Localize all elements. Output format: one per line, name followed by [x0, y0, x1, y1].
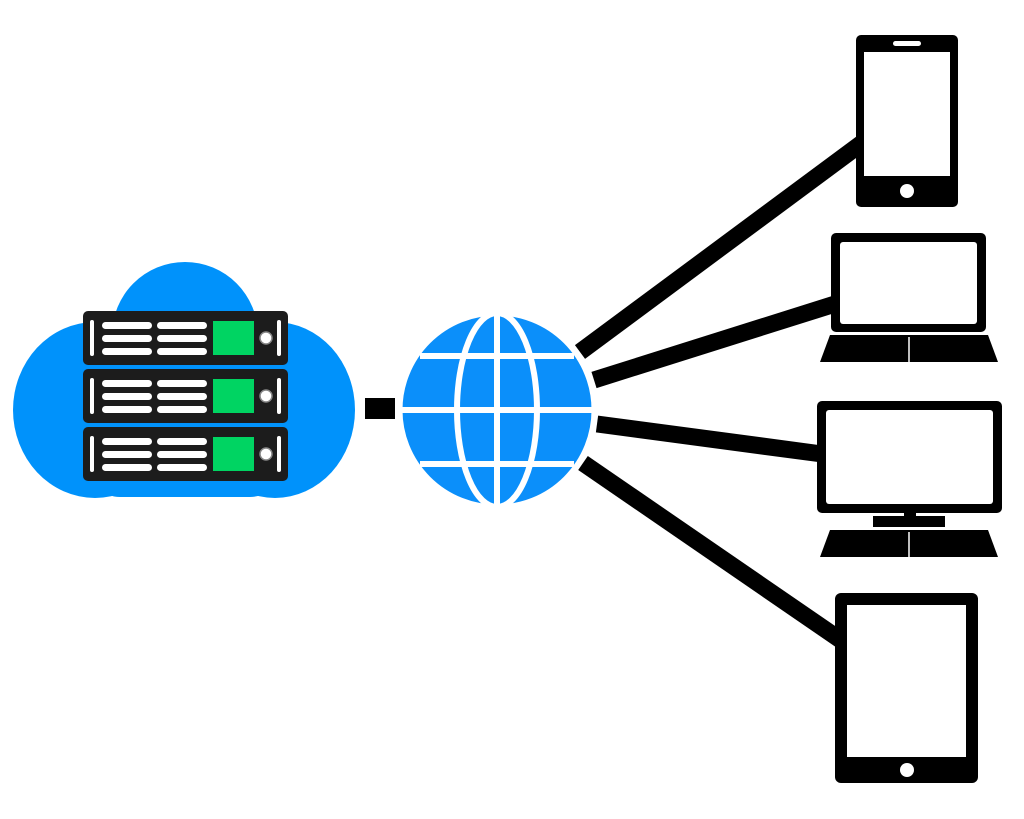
server-unit: [83, 311, 288, 365]
vent-slot: [157, 322, 207, 329]
link-cloud-globe: [365, 398, 395, 419]
vent-slot: [102, 335, 152, 342]
power-button-icon: [259, 331, 273, 345]
connections: [574, 136, 868, 649]
link-globe-laptop: [591, 295, 838, 389]
server-rack-icon: [83, 311, 288, 481]
vent-slot: [102, 348, 152, 355]
link-globe-phone: [574, 136, 868, 359]
smartphone-icon: [856, 35, 958, 207]
vent-slot: [102, 438, 152, 445]
vent-slot: [102, 451, 152, 458]
vent-slot: [157, 393, 207, 400]
server-unit: [83, 369, 288, 423]
server-unit: [83, 427, 288, 481]
vent-slot: [102, 380, 152, 387]
vent-slot: [102, 406, 152, 413]
vent-slot: [157, 335, 207, 342]
power-button-icon: [259, 389, 273, 403]
vent-slot: [102, 464, 152, 471]
desktop-computer-icon: [817, 401, 1002, 557]
tablet-icon: [835, 593, 978, 783]
vent-slot: [157, 348, 207, 355]
vent-slot: [157, 438, 207, 445]
vent-slot: [102, 322, 152, 329]
vent-slot: [157, 380, 207, 387]
vent-slot: [102, 393, 152, 400]
status-led-panel: [213, 437, 254, 471]
vent-slot: [157, 464, 207, 471]
status-led-panel: [213, 379, 254, 413]
power-button-icon: [259, 447, 273, 461]
link-globe-desktop: [595, 415, 824, 463]
laptop-icon: [820, 233, 998, 362]
globe-icon: [397, 310, 597, 510]
vent-slot: [157, 451, 207, 458]
vent-slot: [157, 406, 207, 413]
link-globe-tablet: [578, 455, 847, 649]
status-led-panel: [213, 321, 254, 355]
